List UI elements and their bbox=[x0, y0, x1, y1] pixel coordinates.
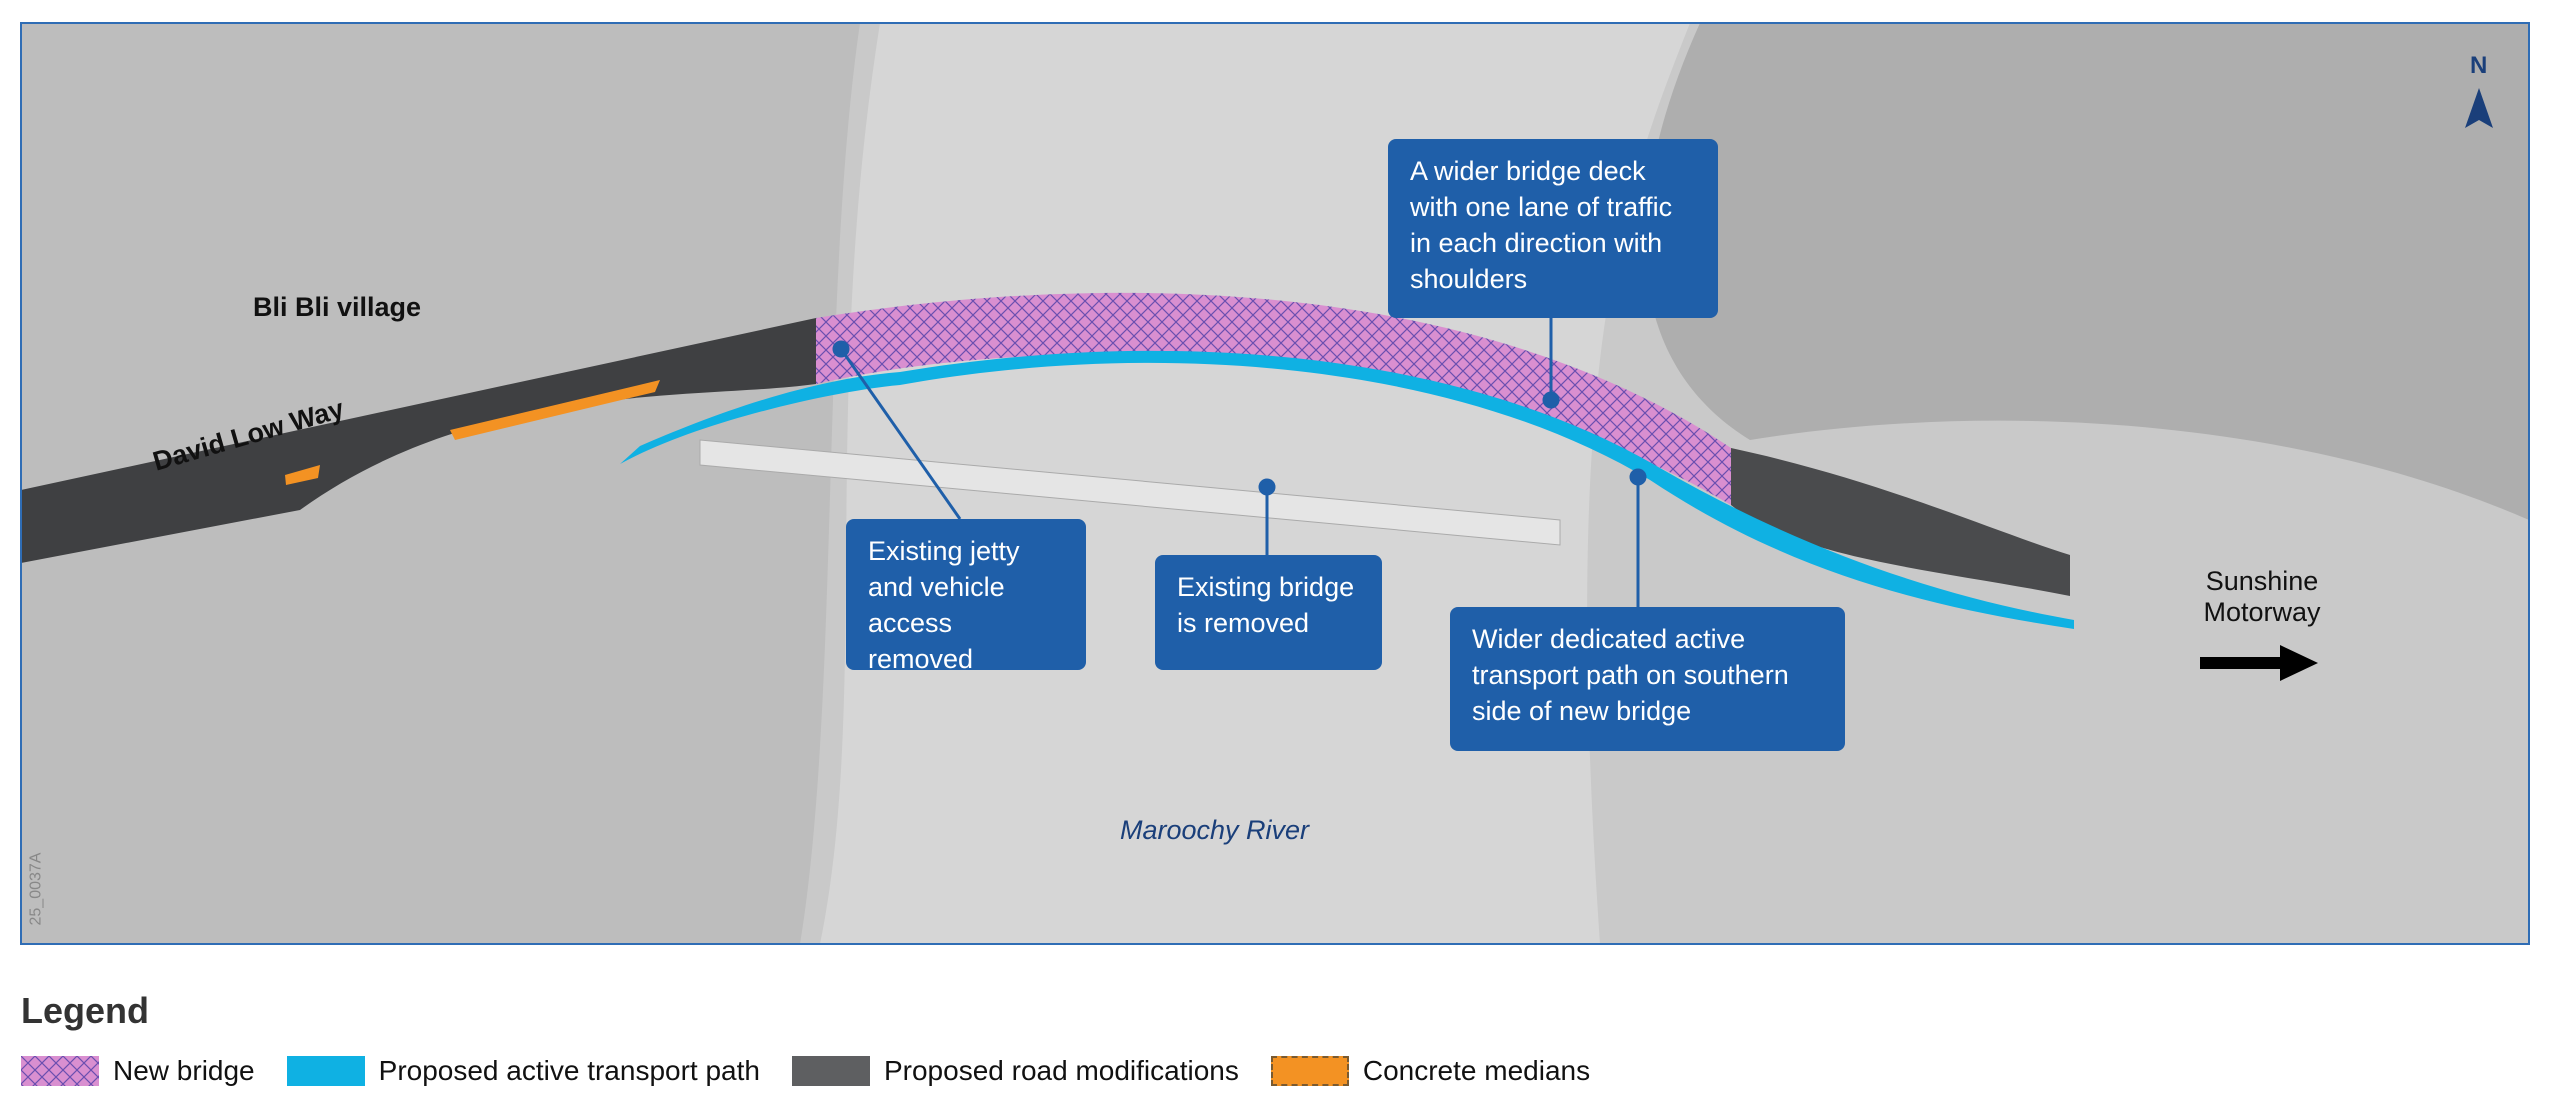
callout-bridge-removed: Existing bridge is removed bbox=[1155, 555, 1382, 670]
forest bbox=[1645, 23, 2529, 520]
new-bridge-swatch bbox=[21, 1056, 99, 1086]
new-bridge bbox=[816, 292, 1731, 505]
road-swatch bbox=[791, 1056, 870, 1086]
concrete-median-small bbox=[285, 465, 320, 485]
concrete-median bbox=[450, 380, 660, 440]
callout-jetty-removed: Existing jetty and vehicle access remove… bbox=[846, 519, 1086, 674]
legend-label: Concrete medians bbox=[1362, 1055, 1591, 1086]
callout-wider-deck: A wider bridge deck with one lane of tra… bbox=[1388, 139, 1718, 318]
figure-code: 25_0037A bbox=[27, 852, 45, 926]
proposed-road-right bbox=[1731, 448, 2070, 596]
legend-label: Proposed road modifications bbox=[883, 1055, 1239, 1086]
callout-active-path: Wider dedicated active transport path on… bbox=[1450, 607, 1845, 751]
legend-item-concrete-medians: Concrete medians bbox=[1270, 1055, 1591, 1087]
legend-item-new-bridge: New bridge bbox=[21, 1055, 255, 1087]
median-swatch bbox=[1270, 1056, 1349, 1086]
callout-leader-lines bbox=[832, 318, 1647, 607]
north-arrow-icon bbox=[2465, 88, 2493, 128]
proposed-road-left bbox=[21, 318, 816, 563]
legend: New bridge Proposed active transport pat… bbox=[21, 1055, 1608, 1087]
place-label-village: Bli Bli village bbox=[253, 292, 422, 322]
legend-label: New bridge bbox=[113, 1055, 255, 1086]
place-label-motorway: Sunshine Motorway bbox=[2203, 566, 2321, 627]
direction-arrow-icon bbox=[2200, 645, 2318, 681]
existing-bridge bbox=[699, 439, 1561, 546]
town-left bbox=[21, 23, 860, 944]
legend-title: Legend bbox=[21, 990, 150, 1031]
north-label: N bbox=[2470, 52, 2488, 79]
place-label-river: Maroochy River bbox=[1120, 815, 1310, 845]
active-path-swatch bbox=[286, 1056, 365, 1086]
legend-item-road-modifications: Proposed road modifications bbox=[791, 1055, 1239, 1087]
map-frame bbox=[20, 22, 2530, 945]
legend-item-active-path: Proposed active transport path bbox=[286, 1055, 760, 1087]
legend-label: Proposed active transport path bbox=[378, 1055, 760, 1086]
